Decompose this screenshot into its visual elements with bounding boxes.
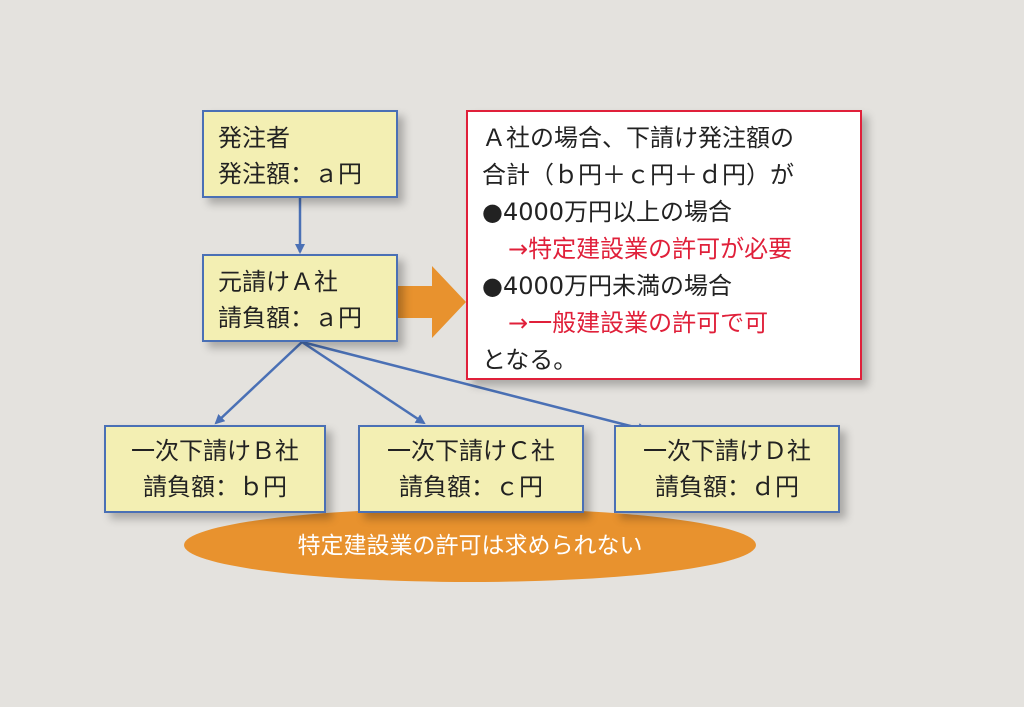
subcontractor-d-box: 一次下請けＤ社 請負額：ｄ円 — [614, 425, 840, 513]
prime-contractor-box: 元請けＡ社 請負額：ａ円 — [202, 254, 398, 342]
prime-title: 元請けＡ社 — [218, 268, 338, 296]
sub-amount: 請負額：ｄ円 — [655, 473, 799, 501]
ellipse-label: 特定建設業の許可は求められない — [297, 533, 643, 559]
orange-arrow — [398, 266, 466, 338]
sub-title: 一次下請けＢ社 — [131, 437, 299, 465]
note-line: となる。 — [482, 346, 578, 374]
explanation-note: Ａ社の場合、下請け発注額の 合計（ｂ円＋ｃ円＋ｄ円）が ●4000万円以上の場合… — [466, 110, 862, 380]
arrow-prime-to-d — [301, 340, 648, 433]
subcontractor-b-box: 一次下請けＢ社 請負額：ｂ円 — [104, 425, 326, 513]
sub-amount: 請負額：ｃ円 — [399, 473, 543, 501]
note-line: 合計（ｂ円＋ｃ円＋ｄ円）が — [482, 161, 794, 189]
arrow-prime-to-c — [301, 340, 426, 425]
sub-title: 一次下請けＣ社 — [387, 437, 555, 465]
prime-amount: 請負額：ａ円 — [218, 304, 362, 332]
orderer-amount: 発注額：ａ円 — [218, 160, 362, 188]
sub-title: 一次下請けＤ社 — [643, 437, 811, 465]
note-line: ●4000万円以上の場合 — [482, 198, 733, 226]
no-special-permit-ellipse — [184, 508, 756, 582]
note-line-special-permit: →特定建設業の許可が必要 — [508, 235, 793, 263]
sub-amount: 請負額：ｂ円 — [143, 473, 287, 501]
note-line: ●4000万円未満の場合 — [482, 272, 733, 300]
subcontractor-c-box: 一次下請けＣ社 請負額：ｃ円 — [358, 425, 584, 513]
note-line: Ａ社の場合、下請け発注額の — [482, 124, 794, 152]
note-line-general-permit: →一般建設業の許可で可 — [508, 309, 769, 337]
orderer-box: 発注者 発注額：ａ円 — [202, 110, 398, 198]
orderer-title: 発注者 — [218, 124, 290, 152]
arrow-prime-to-b — [214, 341, 303, 425]
